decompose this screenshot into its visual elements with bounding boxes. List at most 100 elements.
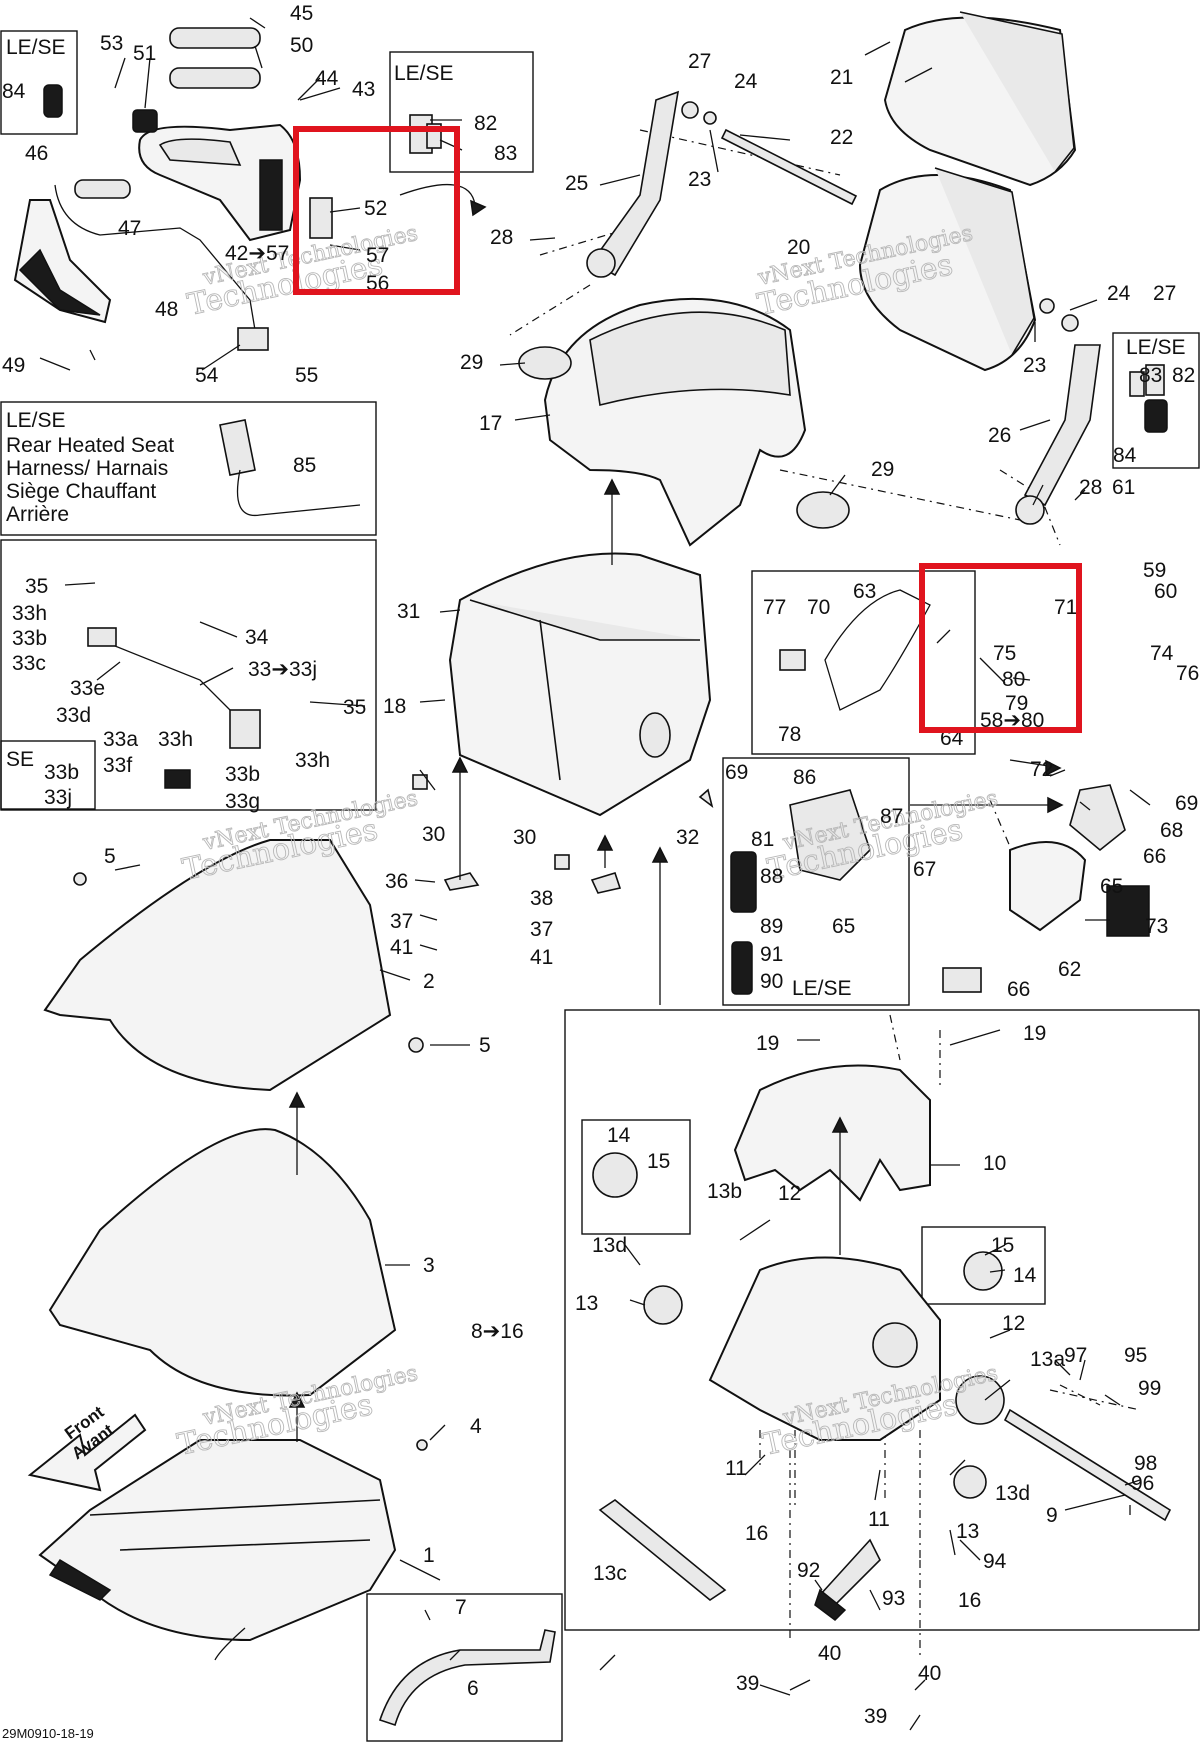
part-label-p5b: 5 (479, 1034, 491, 1057)
part-label-p40a: 40 (818, 1642, 841, 1665)
bar-6 (378, 1629, 556, 1727)
part-label-p10: 10 (983, 1152, 1006, 1175)
side-panel-46 (13, 199, 112, 324)
part-label-p12a: 12 (778, 1182, 801, 1205)
part-label-p2: 2 (423, 970, 435, 993)
part-label-p3: 3 (423, 1254, 435, 1277)
le-se-label: LE/SE (1126, 336, 1186, 359)
part-label-p29a: 29 (460, 351, 483, 374)
part-label-p83a: 83 (494, 142, 517, 165)
part-label-p26: 26 (988, 424, 1011, 447)
part-label-p69b: 69 (1175, 792, 1198, 815)
part-label-p33to: 33➔33j (248, 658, 317, 681)
leader-lines (39, 17, 1151, 1731)
part-label-p66a: 66 (1143, 845, 1166, 868)
part-label-p37b: 37 (530, 918, 553, 941)
part-label-p14a: 14 (607, 1124, 631, 1147)
part-label-p57: 57 (366, 244, 389, 267)
part-label-p41a: 41 (390, 936, 413, 959)
part-label-p97: 97 (1064, 1344, 1087, 1367)
part-label-p73: 73 (1145, 915, 1168, 938)
part-label-p89: 89 (760, 915, 783, 938)
part-label-p76: 76 (1176, 662, 1199, 685)
part-label-p33g: 33g (225, 790, 260, 813)
part-label-p66b: 66 (1007, 978, 1030, 1001)
part-label-p30a: 30 (422, 823, 445, 846)
part-label-p6: 6 (467, 1677, 479, 1700)
part-label-p81: 81 (751, 828, 774, 851)
part-label-p47: 47 (118, 217, 141, 240)
harness-caption-line: Siège Chauffant (6, 480, 156, 503)
part-label-p72: 72 (1030, 758, 1053, 781)
part-label-p33h3: 33h (295, 749, 330, 772)
part-label-p5a: 5 (104, 845, 116, 868)
part-label-p13a1: 13 (575, 1292, 598, 1315)
part-label-p46: 46 (25, 142, 48, 165)
part-label-p13b2: 13 (956, 1520, 979, 1543)
grip-47 (74, 179, 131, 199)
part-label-p22: 22 (830, 126, 853, 149)
part-label-p20: 20 (787, 236, 810, 259)
highlight-box-right (919, 563, 1082, 733)
inset-boxes (0, 30, 1200, 1742)
part-label-p65b: 65 (832, 915, 855, 938)
part-label-p35a: 35 (25, 575, 48, 598)
part-label-p13a: 13a (1030, 1348, 1065, 1371)
harness-caption-line: Arrière (6, 503, 69, 526)
part-label-p43: 43 (352, 78, 375, 101)
part-label-p18: 18 (383, 695, 406, 718)
part-label-p48: 48 (155, 298, 178, 321)
part-label-p74: 74 (1150, 642, 1174, 665)
le-se-label: LE/SE (394, 62, 454, 85)
part-label-p95: 95 (1124, 1344, 1147, 1367)
seat-foam-3 (48, 1128, 397, 1397)
part-label-p58: 58➔80 (980, 709, 1044, 732)
highlight-box-left (293, 126, 460, 295)
part-label-p53: 53 (100, 32, 123, 55)
part-label-p68: 68 (1160, 819, 1183, 842)
part-label-p85: 85 (293, 454, 316, 477)
part-label-p17: 17 (479, 412, 502, 435)
grip-50 (169, 67, 261, 89)
part-label-p86: 86 (793, 766, 816, 789)
part-label-p93: 93 (882, 1587, 905, 1610)
part-label-p30b: 30 (513, 826, 536, 849)
part-label-p49: 49 (2, 354, 25, 377)
part-label-p87: 87 (880, 805, 903, 828)
part-label-p50: 50 (290, 34, 313, 57)
frame-8-16 (708, 1256, 941, 1441)
seat-cover-2 (43, 839, 392, 1092)
part-label-p31: 31 (397, 600, 420, 623)
part-label-p38: 38 (530, 887, 553, 910)
part-label-p71: 71 (1054, 596, 1077, 619)
part-label-p13c: 13c (593, 1562, 627, 1585)
part-label-p33b2: 33b (225, 763, 260, 786)
part-label-p84b: 84 (1113, 444, 1137, 467)
part-label-p39b: 39 (864, 1705, 887, 1728)
part-label-p33j: 33j (44, 786, 72, 809)
harness-caption-line: Harness/ Harnais (6, 457, 168, 480)
part-label-p40b: 40 (918, 1662, 941, 1685)
part-label-p15a: 15 (647, 1150, 670, 1173)
part-label-p88: 88 (760, 865, 783, 888)
part-label-p34: 34 (245, 626, 269, 649)
part-label-p94: 94 (983, 1550, 1007, 1573)
part-label-p99: 99 (1138, 1377, 1161, 1400)
part-label-p60: 60 (1154, 580, 1177, 603)
part-label-p54: 54 (195, 364, 219, 387)
rod-22 (720, 128, 858, 206)
part-label-p4: 4 (470, 1415, 482, 1438)
part-label-p33b3: 33b (44, 761, 79, 784)
part-label-p41b: 41 (530, 946, 553, 969)
part-label-p39a: 39 (736, 1672, 759, 1695)
part-label-p33h2: 33h (158, 728, 193, 751)
part-label-p82b: 82 (1172, 364, 1195, 387)
part-label-p23a: 23 (688, 168, 711, 191)
part-label-p8: 8➔16 (471, 1320, 524, 1343)
part-label-p51: 51 (133, 42, 156, 65)
part-label-p13b: 13b (707, 1180, 742, 1203)
part-label-p82a: 82 (474, 112, 497, 135)
part-label-p52: 52 (364, 197, 387, 220)
